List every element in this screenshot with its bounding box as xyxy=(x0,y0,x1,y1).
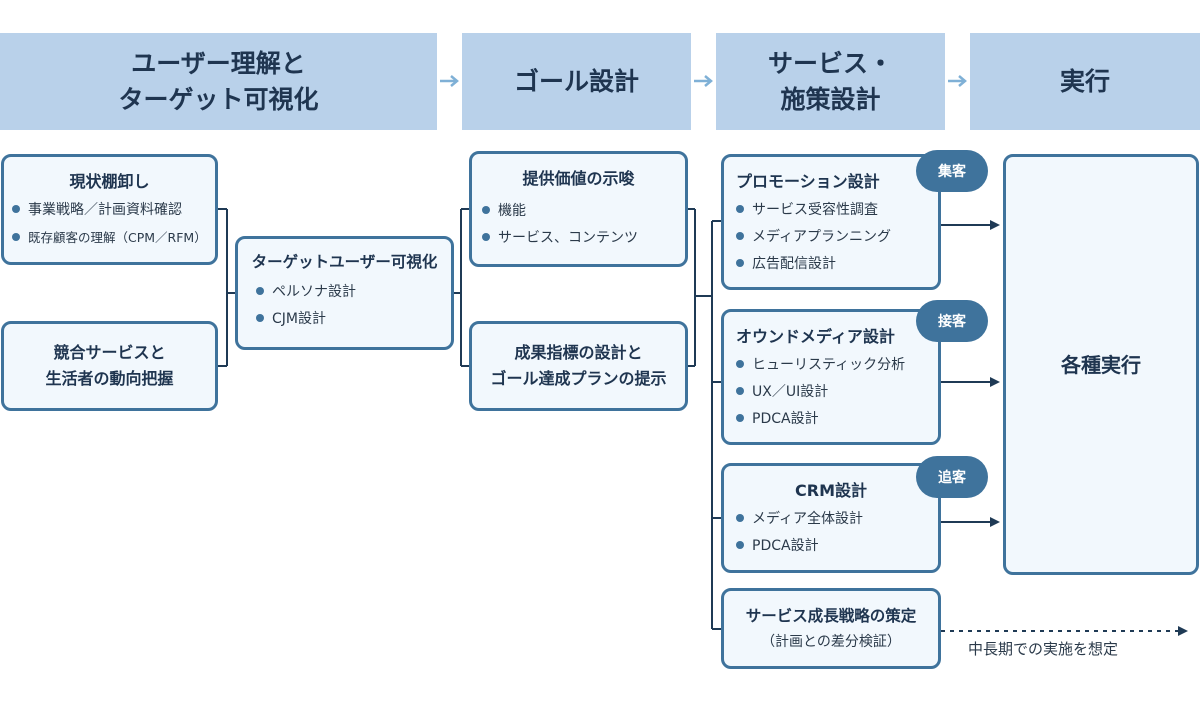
bullet-icon xyxy=(736,360,744,368)
list-item: 機能 xyxy=(482,198,685,225)
header-user-understanding: ユーザー理解と ターゲット可視化 xyxy=(0,33,437,130)
box-title: 現状棚卸し xyxy=(69,172,150,191)
box-title: オウンドメディア設計 xyxy=(736,327,895,346)
header-label: ゴール設計 xyxy=(513,66,639,96)
box-title: 成果指標の設計と ゴール達成プランの提示 xyxy=(490,343,667,388)
box-kpi-design: 成果指標の設計と ゴール達成プランの提示 xyxy=(469,321,688,411)
bullet-icon xyxy=(482,233,490,241)
list-item: メディア全体設計 xyxy=(736,506,938,533)
bullet-icon xyxy=(736,259,744,267)
box-crm-design: CRM設計 メディア全体設計 PDCA設計 xyxy=(721,463,941,573)
bullet-icon xyxy=(256,314,264,322)
box-title: 競合サービスと 生活者の動向把握 xyxy=(45,343,174,388)
bullet-icon xyxy=(482,206,490,214)
execution-arrows xyxy=(941,220,1188,636)
list-item: 事業戦略／計画資料確認 xyxy=(12,197,215,224)
bullet-icon xyxy=(736,232,744,240)
bullet-icon xyxy=(736,387,744,395)
header-goal-design: ゴール設計 xyxy=(462,33,691,130)
header-execution: 実行 xyxy=(970,33,1200,130)
header-label: 実行 xyxy=(1059,66,1110,96)
header-service-design: サービス・ 施策設計 xyxy=(716,33,945,130)
badge-engage: 接客 xyxy=(916,300,988,342)
header-label: サービス・ 施策設計 xyxy=(767,48,893,114)
bullet-icon xyxy=(736,205,744,213)
list-item: 既存顧客の理解（CPM／RFM） xyxy=(12,224,215,251)
list-item: 広告配信設計 xyxy=(736,251,938,278)
bullet-icon xyxy=(12,205,20,213)
bullet-icon xyxy=(736,414,744,422)
list-item: メディアプランニング xyxy=(736,224,938,251)
box-title: サービス成長戦略の策定 xyxy=(745,607,917,625)
list-item: サービス、コンテンツ xyxy=(482,225,685,252)
box-title: プロモーション設計 xyxy=(736,172,880,191)
box-title: CRM設計 xyxy=(795,481,867,500)
badge-attract: 集客 xyxy=(916,150,988,192)
list-item: UX／UI設計 xyxy=(736,379,938,406)
box-current-inventory: 現状棚卸し 事業戦略／計画資料確認 既存顧客の理解（CPM／RFM） xyxy=(1,154,218,265)
box-target-user: ターゲットユーザー可視化 ペルソナ設計 CJM設計 xyxy=(235,236,454,350)
list-item: PDCA設計 xyxy=(736,533,938,560)
list-item: ペルソナ設計 xyxy=(252,279,451,306)
box-title: 提供価値の示唆 xyxy=(522,169,635,188)
header-arrows xyxy=(440,75,967,87)
box-growth-strategy: サービス成長戦略の策定 （計画との差分検証） xyxy=(721,588,941,669)
bullet-icon xyxy=(12,233,20,241)
box-title: 各種実行 xyxy=(1061,352,1141,377)
box-value-proposition: 提供価値の示唆 機能 サービス、コンテンツ xyxy=(469,151,688,267)
bullet-icon xyxy=(736,541,744,549)
bullet-icon xyxy=(256,287,264,295)
box-promotion-design: プロモーション設計 サービス受容性調査 メディアプランニング 広告配信設計 xyxy=(721,154,941,290)
header-label: ユーザー理解と ターゲット可視化 xyxy=(118,48,319,114)
bullet-icon xyxy=(736,514,744,522)
box-owned-media-design: オウンドメディア設計 ヒューリスティック分析 UX／UI設計 PDCA設計 xyxy=(721,309,941,445)
badge-retain: 追客 xyxy=(916,456,988,498)
box-competitor-trends: 競合サービスと 生活者の動向把握 xyxy=(1,321,218,411)
list-item: PDCA設計 xyxy=(736,406,938,433)
list-item: ヒューリスティック分析 xyxy=(736,352,938,379)
box-title: ターゲットユーザー可視化 xyxy=(251,253,438,271)
box-subtitle: （計画との差分検証） xyxy=(761,634,901,650)
list-item: CJM設計 xyxy=(252,306,451,333)
box-execution: 各種実行 xyxy=(1003,154,1199,575)
list-item: サービス受容性調査 xyxy=(736,197,938,224)
long-term-note: 中長期での実施を想定 xyxy=(968,640,1119,658)
